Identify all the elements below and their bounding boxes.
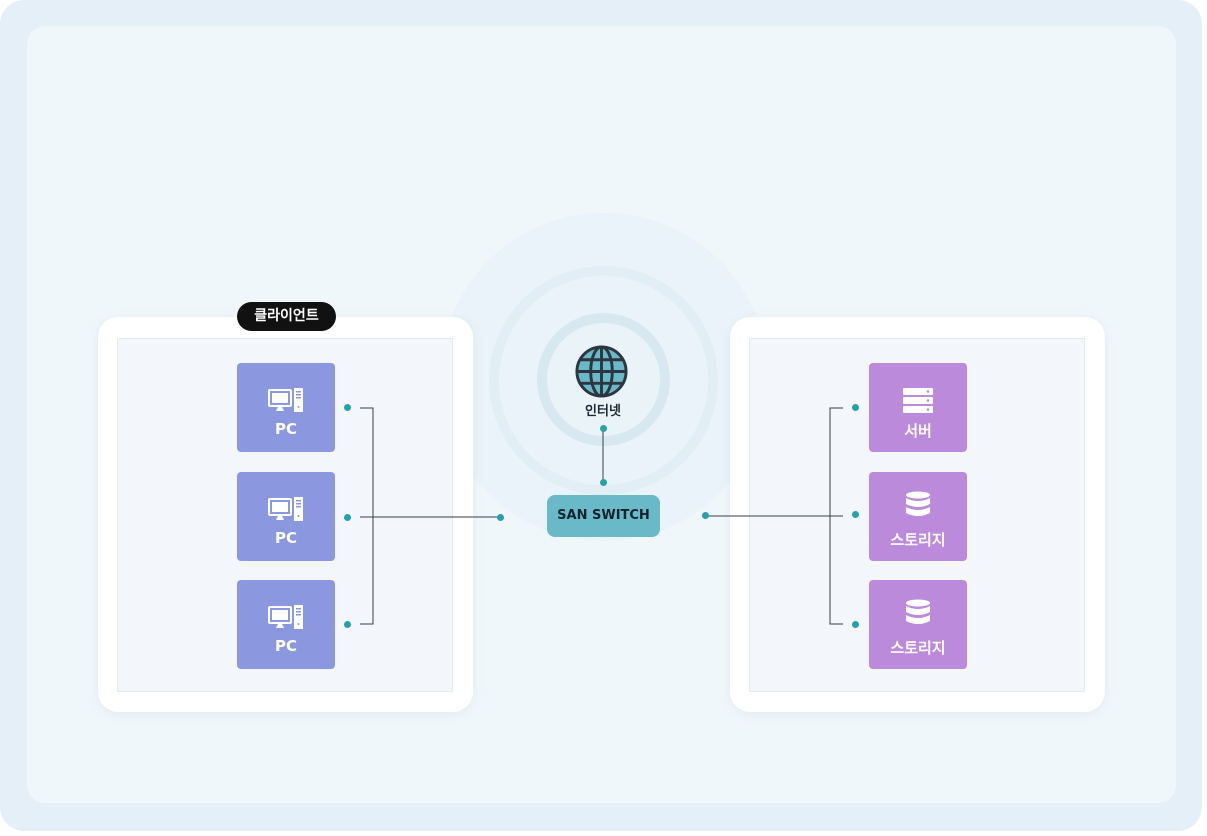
connector-dot (852, 404, 859, 411)
connector-dot (497, 514, 504, 521)
connector-dot (600, 425, 607, 432)
server-icon (903, 388, 933, 413)
client-bracket (360, 407, 374, 625)
pc-node[interactable]: PC (237, 472, 335, 561)
internet-label: 인터넷 (585, 404, 621, 419)
storage-icon (906, 599, 930, 624)
globe-icon (575, 345, 628, 398)
server-node[interactable]: 서버 (869, 363, 967, 452)
connector-dot (702, 512, 709, 519)
connector-dot (600, 479, 607, 486)
storage-label: 스토리지 (890, 639, 946, 657)
pc-label: PC (274, 637, 297, 655)
storage-node[interactable]: 스토리지 (869, 472, 967, 561)
pc-icon (268, 388, 303, 412)
connector-dot (344, 621, 351, 628)
connector-dot (852, 621, 859, 628)
storage-label: 스토리지 (890, 531, 946, 549)
pc-node[interactable]: PC (237, 580, 335, 669)
connector-dot (344, 514, 351, 521)
pc-label: PC (274, 529, 297, 547)
pc-icon (268, 497, 303, 521)
client-group-label: 클라이언트 (237, 302, 336, 331)
san-switch-node[interactable]: SAN SWITCH (547, 495, 660, 537)
server-label: 서버 (904, 422, 932, 440)
connector-dot (344, 404, 351, 411)
pc-icon (268, 605, 303, 629)
pc-label: PC (274, 420, 297, 438)
storage-node[interactable]: 스토리지 (869, 580, 967, 669)
connector-dot (852, 511, 859, 518)
storage-icon (906, 491, 930, 516)
pc-node[interactable]: PC (237, 363, 335, 452)
